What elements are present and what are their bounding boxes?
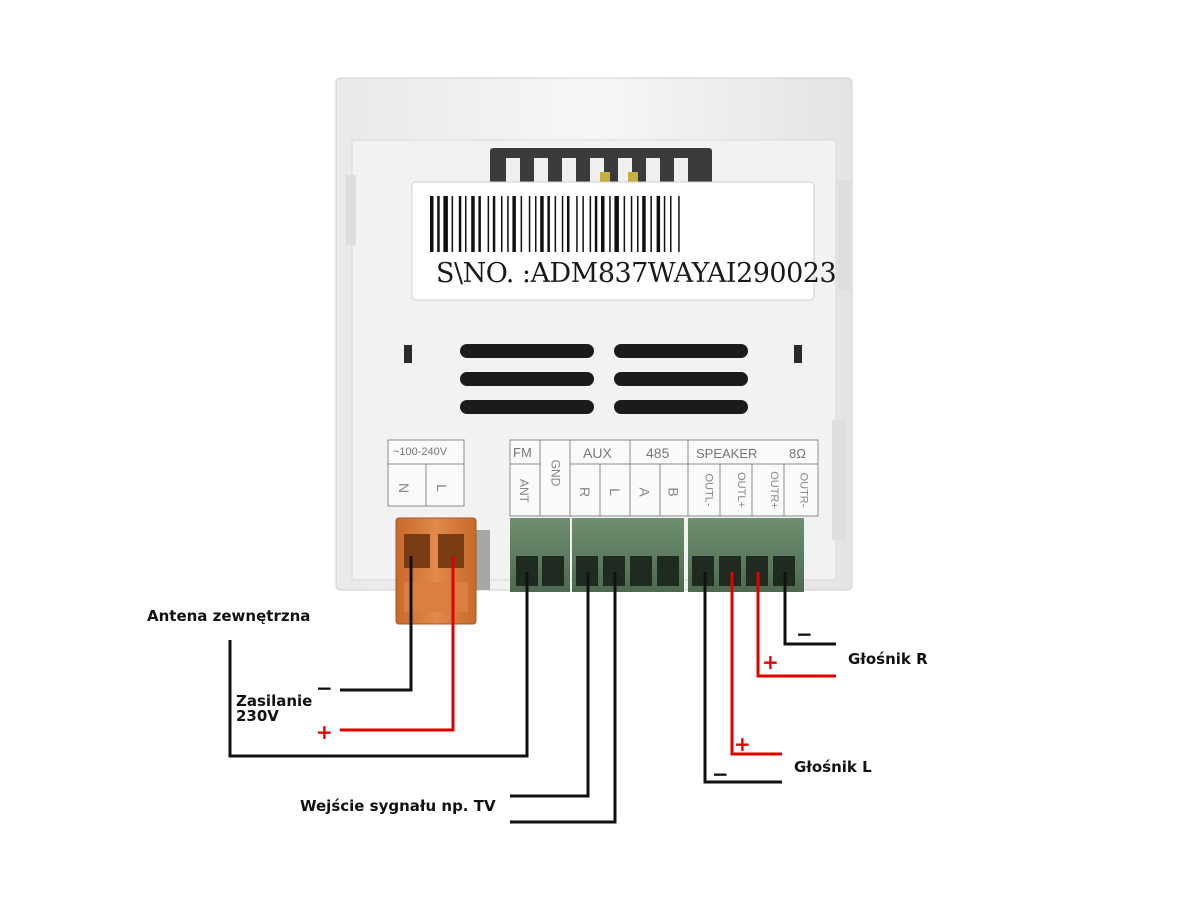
- aux-pin-l: L: [606, 488, 623, 496]
- top-connector: [490, 148, 712, 190]
- barcode-bar: [458, 196, 462, 252]
- wire-speaker-l-negative: [703, 572, 782, 784]
- barcode-bar: [637, 196, 639, 252]
- barcode-bar: [614, 196, 619, 252]
- power-pin-n: N: [396, 482, 413, 494]
- barcode-bar: [594, 196, 598, 252]
- terminal-aux-485: [572, 518, 684, 592]
- speaker-pin-outl-plus: OUTL+: [734, 472, 747, 508]
- barcode-bar: [507, 196, 509, 252]
- label-speaker-l: Głośnik L: [794, 758, 872, 776]
- barcode-bar: [540, 196, 544, 252]
- rs485-pin-b: B: [665, 487, 682, 497]
- wire-speaker-r-positive: [756, 572, 836, 678]
- barcode-bar: [535, 196, 537, 252]
- wire-power-neutral: [340, 556, 413, 692]
- barcode-bar: [547, 196, 550, 252]
- barcode-bar: [554, 196, 557, 252]
- fm-pin-ant: ANT: [517, 479, 531, 503]
- terminal-fm: [510, 518, 570, 592]
- barcode-bar: [443, 196, 448, 252]
- barcode-bar: [437, 196, 440, 252]
- label-signal-input: Wejście sygnału np. TV: [300, 797, 496, 815]
- barcode-bar: [663, 196, 666, 252]
- aux-pin-r: R: [577, 486, 594, 498]
- barcode-bar: [528, 196, 531, 252]
- speaker-r-minus-sign: −: [796, 622, 813, 646]
- speaker-l-plus-sign: +: [734, 732, 751, 756]
- speaker-impedance: 8Ω: [789, 446, 806, 461]
- wires-positive: [340, 556, 836, 756]
- barcode-bar: [487, 196, 490, 252]
- power-header: ~100-240V: [393, 446, 448, 458]
- speaker-header: SPEAKER: [696, 446, 758, 461]
- barcode-bar: [520, 196, 523, 252]
- barcode-bar: [576, 196, 578, 252]
- barcode-bar: [589, 196, 592, 252]
- barcode-bar: [601, 196, 605, 252]
- barcode-bar: [512, 196, 516, 252]
- wire-aux-right: [510, 572, 590, 798]
- wire-power-live: [340, 556, 455, 732]
- barcode-bar: [430, 196, 434, 252]
- speaker-l-minus-sign: −: [712, 762, 729, 786]
- barcode-bar: [650, 196, 652, 252]
- barcode-bar: [678, 196, 680, 252]
- wire-aux-left: [510, 572, 617, 824]
- barcode-bar: [567, 196, 570, 252]
- barcode-bar: [561, 196, 564, 252]
- speaker-pin-outl-minus: OUTL-: [702, 473, 715, 507]
- power-minus-sign: −: [316, 676, 333, 700]
- barcode-bar: [492, 196, 496, 252]
- barcode-bar: [471, 196, 475, 252]
- barcode-bar: [501, 196, 503, 252]
- barcode-bar: [642, 196, 646, 252]
- barcode-bar: [656, 196, 661, 252]
- label-power: Zasilanie 230V: [236, 692, 313, 725]
- label-speaker-r: Głośnik R: [848, 650, 928, 668]
- barcode-bar: [609, 196, 611, 252]
- speaker-r-plus-sign: +: [762, 650, 779, 674]
- side-clip-left: [346, 175, 356, 245]
- barcode-bar: [451, 196, 454, 252]
- barcode-bar: [582, 196, 584, 252]
- speaker-pin-outr-minus: OUTR-: [797, 472, 810, 508]
- barcode-bar: [478, 196, 481, 252]
- aux-header: AUX: [583, 445, 612, 461]
- serial-number: S\NO. :ADM837WAYAI290023: [436, 258, 837, 289]
- side-clip-right-lower: [832, 420, 846, 540]
- power-plug: [395, 517, 490, 625]
- power-pin-l: L: [433, 484, 450, 492]
- fm-header: FM: [513, 445, 532, 460]
- vent-slots: [460, 344, 748, 414]
- barcode-bar: [670, 196, 672, 252]
- speaker-pin-outr-plus: OUTR+: [767, 471, 780, 509]
- barcode: [430, 196, 680, 252]
- terminal-label-panel: [387, 439, 819, 517]
- rs485-header: 485: [646, 445, 670, 461]
- barcode-bar: [623, 196, 626, 252]
- fm-pin-gnd: GND: [548, 459, 563, 487]
- side-clip-right: [838, 180, 852, 290]
- rs485-pin-a: A: [636, 487, 653, 497]
- wire-speaker-r-negative: [783, 572, 836, 646]
- wire-antenna: [228, 572, 529, 758]
- label-antenna: Antena zewnętrzna: [147, 607, 311, 625]
- power-plus-sign: +: [316, 720, 333, 744]
- wire-speaker-l-positive: [730, 572, 782, 756]
- barcode-bar: [465, 196, 467, 252]
- wires-negative: [228, 556, 836, 824]
- barcode-bar: [630, 196, 633, 252]
